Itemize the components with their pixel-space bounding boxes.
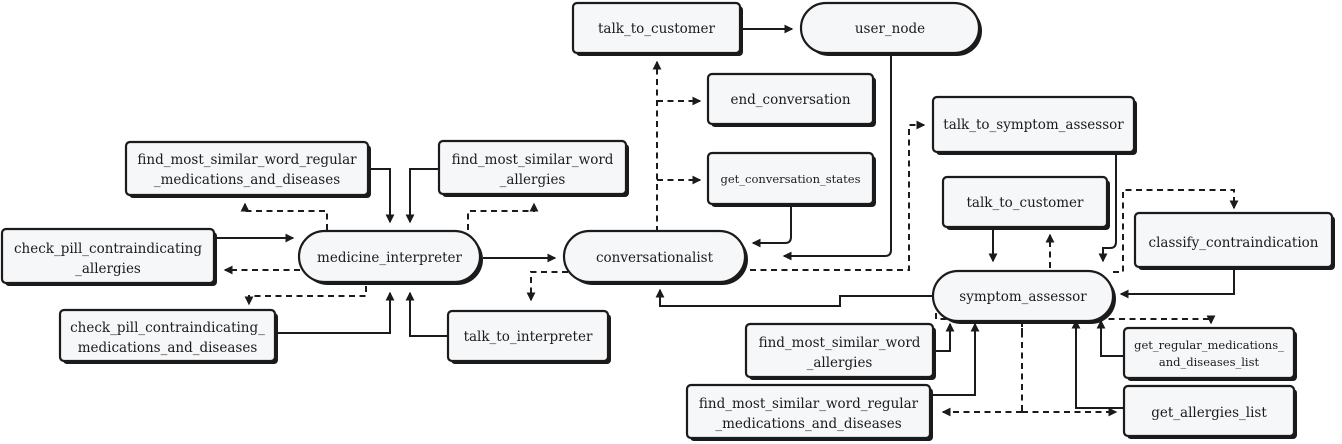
edges (217, 24, 1239, 417)
node-label: conversationalist (596, 250, 714, 266)
edge-mi-to-find-word-allergies (467, 202, 539, 230)
node-medicine-interpreter: medicine_interpreter (297, 229, 483, 285)
edge-check-pill-reg-to-mi (278, 291, 395, 334)
node-talk-to-customer-right: talk_to_customer (941, 175, 1110, 230)
node-label: user_node (855, 21, 925, 37)
node-label: end_conversation (730, 92, 850, 108)
node-label-line-2: _allergies (75, 261, 141, 277)
edge-conversationalist-to-talk-to-symptom-assessor (750, 120, 926, 271)
node-label-line-2: _allergies (807, 355, 873, 371)
node-label: get_allergies_list (1151, 405, 1267, 421)
edge-user-node-to-conversationalist (782, 56, 892, 261)
edge-talk-to-interpreter-to-mi (405, 291, 448, 337)
node-talk-to-symptom-assessor: talk_to_symptom_assessor (931, 95, 1137, 155)
node-label-line-2: _allergies (500, 172, 566, 188)
node-label-line-1: find_most_similar_word_regular (137, 152, 357, 168)
edge-find-word-reg-to-mi (368, 168, 395, 224)
node-label: symptom_assessor (959, 289, 1087, 305)
edge-talk-to-symptom-assessor-to-sa (1098, 154, 1117, 263)
node-label: medicine_interpreter (317, 250, 462, 266)
node-check-pill-regular: check_pill_contraindicating_ medications… (58, 308, 278, 364)
node-symptom-assessor: symptom_assessor (931, 269, 1116, 324)
edge-sa-to-conversationalist (655, 288, 933, 307)
node-find-word-allergies-left: find_most_similar_word _allergies (437, 139, 629, 197)
node-label-line-1: check_pill_contraindicating_ (70, 320, 265, 336)
node-find-word-allergies-right: find_most_similar_word _allergies (744, 322, 936, 380)
node-label: classify_contraindication (1149, 235, 1319, 251)
node-label-line-2: and_diseases_list (1159, 355, 1260, 369)
node-check-pill-allergies: check_pill_contraindicating _allergies (0, 227, 217, 286)
node-talk-to-interpreter: talk_to_interpreter (446, 309, 611, 364)
edge-get-states-to-conversationalist (751, 205, 792, 248)
edge-find-word-reg-right-to-sa (933, 322, 980, 396)
node-label: talk_to_customer (966, 195, 1084, 211)
edge-mi-to-check-pill-reg (244, 286, 367, 306)
node-talk-to-customer-top: talk_to_customer (571, 1, 743, 56)
node-get-regular-medications: get_regular_medications_ and_diseases_li… (1122, 326, 1297, 381)
node-label-line-1: find_most_similar_word_regular (699, 396, 919, 412)
node-label-line-1: get_regular_medications_ (1134, 338, 1284, 352)
node-find-word-regular-right: find_most_similar_word_regular _medicati… (685, 383, 933, 441)
node-get-allergies-list: get_allergies_list (1122, 384, 1297, 439)
node-label: talk_to_customer (598, 21, 716, 37)
node-user-node: user_node (799, 1, 982, 56)
edge-get-allergies-list-to-sa (1071, 319, 1124, 409)
node-label-line-2: medications_and_diseases (78, 340, 258, 356)
node-label-line-2: _medications_and_diseases (715, 416, 901, 432)
node-classify-contraindication: classify_contraindication (1133, 211, 1335, 270)
node-conversationalist: conversationalist (562, 229, 748, 285)
edge-conversationalist-to-talk-to-interpreter (526, 271, 568, 302)
node-get-conversation-states: get_conversation_states (706, 151, 876, 207)
node-label-line-2: _medications_and_diseases (154, 172, 340, 188)
node-label-line-1: find_most_similar_word (759, 335, 921, 351)
node-end-conversation: end_conversation (706, 72, 876, 127)
edge-get-regular-meds-to-sa (1096, 319, 1124, 357)
edge-sa-to-get-regular-meds (935, 313, 1216, 325)
edge-mi-to-find-word-reg (240, 202, 328, 230)
node-label-line-1: find_most_similar_word (452, 152, 614, 168)
edge-classify-to-sa (1119, 270, 1235, 299)
node-label: talk_to_interpreter (464, 329, 593, 345)
node-label: talk_to_symptom_assessor (943, 117, 1124, 133)
node-label-line-1: check_pill_contraindicating (14, 241, 202, 257)
edge-find-word-allergies-right-to-sa (933, 322, 955, 352)
node-label: get_conversation_states (721, 172, 861, 186)
node-find-word-regular-left: find_most_similar_word_regular _medicati… (124, 140, 371, 198)
edge-find-word-allergies-to-mi (405, 168, 439, 224)
